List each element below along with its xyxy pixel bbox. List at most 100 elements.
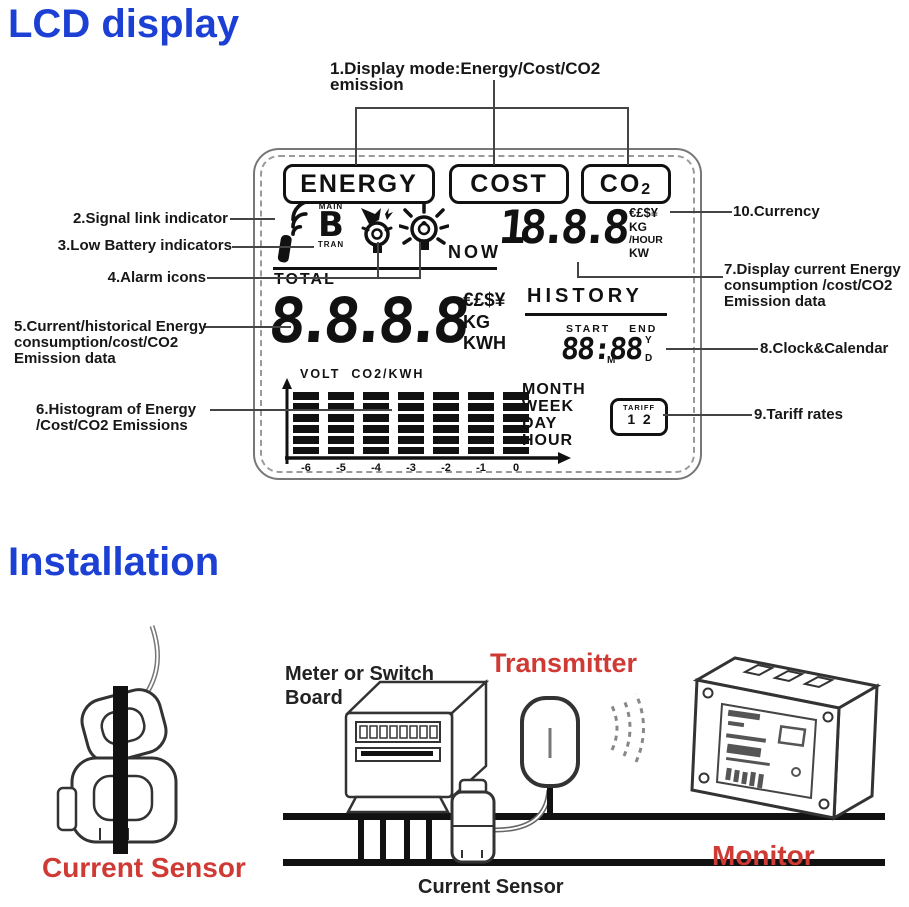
period-day: DAY	[522, 415, 558, 432]
alarm-bulb-icon-2	[399, 202, 449, 250]
connector-line	[377, 242, 379, 279]
mode-co2-label: CO	[599, 169, 642, 198]
lcd-section-title: LCD display	[8, 2, 240, 46]
unit-kg: KG	[629, 220, 647, 234]
connector-line	[493, 107, 495, 165]
wire-bottom	[283, 859, 885, 866]
x-tick: -3	[406, 462, 416, 474]
histogram: -6 -5 -4 -3 -2 -1 0	[277, 378, 579, 474]
clock-value: 88:88	[559, 332, 643, 367]
callout-low-battery: 3.Low Battery indicators	[57, 237, 232, 254]
current-sensor-left-label: Current Sensor	[42, 852, 246, 883]
connector-line	[493, 80, 495, 108]
tariff-values: 1 2	[627, 411, 651, 427]
connector-line	[627, 107, 629, 165]
callout-clock-calendar: 8.Clock&Calendar	[760, 340, 889, 357]
x-tick: 0	[512, 462, 520, 474]
battery-main-label: MAIN	[318, 202, 344, 211]
start-label: START	[566, 323, 611, 335]
clock-display: 88:88 Y M D	[559, 332, 653, 367]
tariff-label: TARIFF	[622, 403, 656, 412]
meter-label-line1: Meter or Switch	[285, 663, 434, 685]
callout-line: 7.Display current Energy	[724, 261, 901, 278]
unit-per-hour: /HOUR	[629, 234, 663, 246]
meter-label-line2: Board	[285, 687, 343, 709]
history-label: HISTORY	[527, 285, 643, 307]
connector-line	[670, 211, 732, 213]
total-underline	[273, 267, 497, 270]
volt-co2-label: VOLT CO2/KWH	[300, 367, 425, 381]
callout-line: consumption/cost/CO2	[14, 334, 179, 351]
currency-symbols: €£$¥	[629, 205, 658, 220]
connector-line	[419, 242, 421, 279]
connector-line	[207, 277, 419, 279]
clock-year-flag: Y	[645, 335, 652, 346]
callout-line: 6.Histogram of Energy	[36, 401, 197, 418]
meter-drawing	[344, 679, 490, 863]
wireless-waves-icon	[610, 693, 645, 763]
histogram-bar	[293, 392, 319, 454]
meter-label: Meter or Switch Board	[285, 662, 434, 710]
mode-energy-segment: ENERGY	[283, 164, 435, 204]
now-label: NOW	[448, 242, 501, 262]
tariff-box: TARIFF 1 2	[610, 398, 668, 436]
callout-signal-link: 2.Signal link indicator	[72, 210, 228, 227]
transmitter-drawing	[520, 696, 580, 816]
period-week: WEEK	[522, 398, 574, 415]
callout-line: 5.Current/historical Energy	[14, 318, 207, 335]
histogram-bar	[363, 392, 389, 454]
current-sensor-bottom-label: Current Sensor	[418, 876, 564, 898]
unit-kwh: KWH	[463, 333, 506, 353]
end-label: END	[629, 323, 658, 335]
clock-month-flag: M	[607, 355, 616, 366]
battery-indicator: MAIN B TRAN	[312, 202, 350, 249]
connector-line	[577, 262, 579, 278]
callout-current-data: 7.Display current Energy consumption /co…	[724, 262, 909, 310]
unit-kw: KW	[629, 246, 649, 260]
connector-line	[210, 409, 392, 411]
currency-symbols: €£$¥	[463, 290, 506, 311]
callout-historical-data: 5.Current/historical Energy consumption/…	[14, 319, 214, 367]
connector-line	[663, 414, 752, 416]
unit-kg: KG	[463, 312, 490, 332]
battery-tran-label: TRAN	[317, 239, 345, 249]
main-units: €£$¥ KG KWH	[463, 290, 506, 354]
battery-b-icon: B	[318, 205, 344, 245]
connector-line	[232, 246, 314, 248]
mode-cost-label: COST	[470, 169, 548, 198]
period-month: MONTH	[522, 381, 586, 398]
histogram-bar	[468, 392, 494, 454]
lcd-inner-frame	[260, 155, 695, 473]
x-tick: -2	[441, 462, 451, 474]
wire-top	[283, 813, 885, 820]
left-current-sensor-drawing	[56, 625, 178, 854]
callout-alarm-icons: 4.Alarm icons	[107, 269, 206, 286]
monitor-drawing	[690, 656, 882, 821]
callout-line: Emission data	[724, 293, 826, 310]
mode-co2-subscript: 2	[641, 181, 653, 198]
now-units: €£$¥ KG /HOUR KW	[629, 205, 663, 260]
x-tick: -4	[371, 462, 381, 474]
callout-display-mode: 1.Display mode:Energy/Cost/CO2 emission	[330, 59, 601, 94]
histogram-bar	[433, 392, 459, 454]
monitor-label: Monitor	[712, 840, 815, 871]
installation-drawing	[56, 625, 885, 866]
callout-line: consumption /cost/CO2	[724, 277, 893, 294]
middle-current-sensor-drawing	[450, 778, 552, 864]
clock-header: START END	[566, 323, 657, 335]
callout-currency: 10.Currency	[733, 203, 820, 220]
mode-energy-label: ENERGY	[300, 169, 418, 198]
mode-cost-segment: COST	[449, 164, 569, 204]
transmitter-label: Transmitter	[490, 648, 638, 678]
histogram-bar	[503, 392, 529, 454]
main-value: 8.8.8.8	[265, 284, 464, 357]
now-value: 18.8.8	[496, 200, 626, 254]
x-tick: -5	[336, 462, 346, 474]
x-tick: -1	[476, 462, 486, 474]
connector-line	[666, 348, 758, 350]
x-tick: -6	[301, 462, 311, 474]
clock-day-flag: D	[645, 353, 653, 364]
callout-tariff-rates: 9.Tariff rates	[754, 406, 843, 423]
